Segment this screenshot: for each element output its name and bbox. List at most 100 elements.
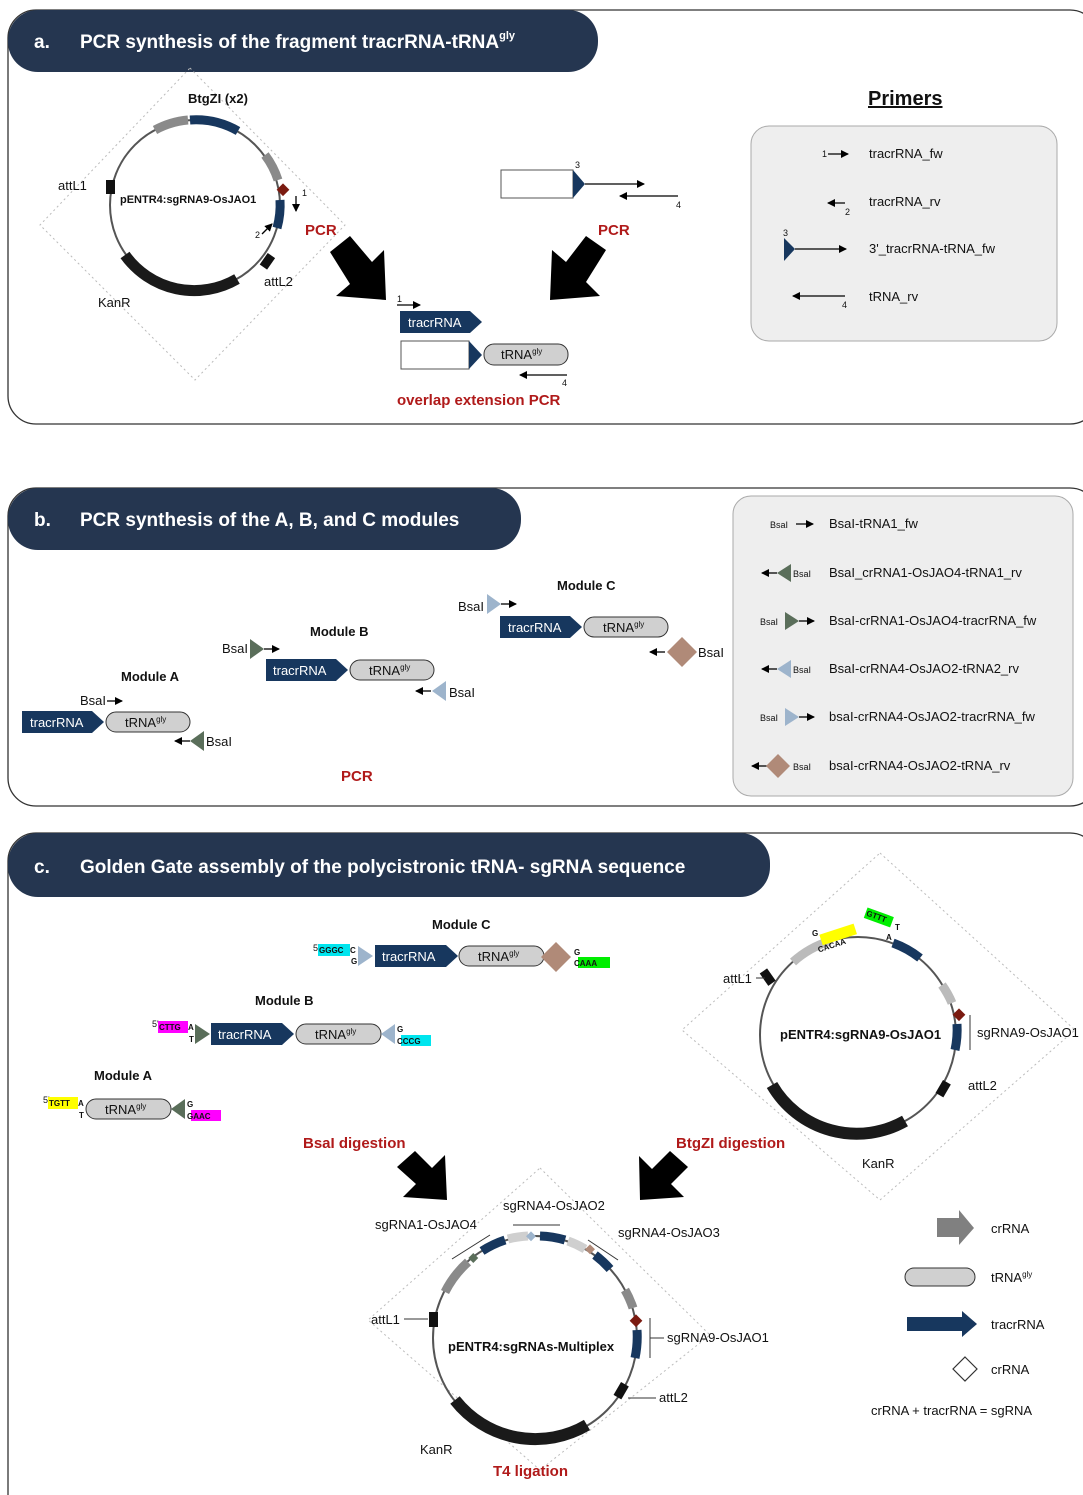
panel-a-letter: a.: [34, 32, 50, 53]
c-module-c-5: 5': [313, 943, 320, 953]
plasmid-c-bottom-attl2-box: [613, 1381, 629, 1400]
c-module-c-seq-left: GGGC: [319, 946, 344, 955]
plasmid-c-top-attl2-box: [935, 1079, 951, 1098]
b-primer-6-diamond: [766, 754, 790, 778]
c-module-a-5: 5': [43, 1095, 50, 1105]
b-primer-row-3: BsaI BsaI-crRNA1-OsJAO4-tracrRNA_fw: [760, 612, 1037, 630]
legend-trna-pill-icon: [904, 1267, 976, 1287]
b-primer-3-label: BsaI-crRNA1-OsJAO4-tracrRNA_fw: [829, 613, 1037, 628]
b-primer-4-tri: [777, 660, 791, 678]
panel-b-header: [8, 488, 521, 550]
c-module-c-seq-right: CAAA: [574, 959, 597, 968]
plasmid-a-tracr-arrow: [189, 115, 241, 135]
primers-1-num: 1: [822, 149, 827, 159]
c-module-b-cyan: [401, 1035, 431, 1046]
c-module-c-tracr: [375, 945, 458, 967]
c-module-b-label: Module B: [255, 993, 314, 1008]
b-primer-row-1: BsaI BsaI-tRNA1_fw: [770, 516, 918, 531]
b-primer-5-bsai: BsaI: [760, 713, 778, 723]
c-module-c-tri: [358, 946, 373, 966]
panel-b-frame: [7, 487, 1083, 807]
plasmid-a-primer-2: [261, 223, 273, 235]
c-module-b-tracr: [211, 1023, 294, 1045]
result-trna-label: tRNAgly: [501, 347, 542, 362]
plasmid-c-top-seq-t: T: [895, 923, 900, 932]
b-module-b-fw-tri: [250, 639, 264, 659]
b-module-a-label: Module A: [121, 669, 180, 684]
plasmid-c-bottom-attl2: attL2: [659, 1390, 688, 1405]
plasmid-a: BtgZI (x2) pENTR4:sgRNA9-OsJAO1 attL1 at…: [39, 67, 346, 381]
b-module-c-tracr: [500, 616, 582, 638]
c-module-b-trna-label: tRNAgly: [315, 1027, 356, 1042]
plasmid-a-attl2-box: [259, 252, 276, 270]
b-primers-box: [732, 495, 1074, 797]
pcr-right-label: PCR: [598, 222, 630, 239]
c-module-a-seq-g: G: [187, 1100, 193, 1109]
c-module-b-seq-t: T: [189, 1035, 194, 1044]
plasmid-a-kanr: KanR: [98, 295, 131, 310]
b-primer-1-bsai: BsaI: [770, 520, 788, 530]
bsai-digestion-arrow: [397, 1151, 447, 1200]
plasmid-c-top-yellow: [819, 923, 857, 946]
c-module-c-seq-g: G: [351, 957, 357, 966]
primers-3-num: 3: [783, 228, 788, 238]
plasmid-c-bottom-sg43: sgRNA4-OsJAO3: [618, 1225, 720, 1240]
b-module-a-bsai-bottom: BsaI: [206, 734, 232, 749]
b-module-c-label: Module C: [557, 578, 616, 593]
b-module-b-label: Module B: [310, 624, 369, 639]
panel-b-title: PCR synthesis of the A, B, and C modules: [80, 510, 459, 531]
plasmid-c-top-tracr2: [950, 1023, 962, 1051]
fragment-primer-3-num: 3: [575, 160, 580, 170]
plasmid-c-top-seq-g: G: [812, 929, 818, 938]
c-module-b-rtri: [381, 1024, 395, 1044]
c-module-c-seq-g2: G: [574, 948, 580, 957]
plasmid-c-bottom-sg43-bar: [587, 1239, 619, 1261]
plasmid-c-top-sg9: sgRNA9-OsJAO1: [977, 1025, 1079, 1040]
plasmid-c-bottom-tracr2: [539, 1231, 567, 1245]
plasmid-a-attl2: attL2: [264, 274, 293, 289]
c-module-b-tri: [195, 1024, 210, 1044]
b-module-c-bsai-top: BsaI: [458, 599, 484, 614]
plasmid-c-bottom-name: pENTR4:sgRNAs-Multiplex: [448, 1339, 615, 1354]
b-primer-5-label: bsaI-crRNA4-OsJAO2-tracrRNA_fw: [829, 709, 1035, 724]
plasmid-c-top-cr2: [938, 982, 957, 1005]
legend-trna-label: tRNAgly: [991, 1270, 1032, 1285]
b-module-c-trna: [583, 616, 669, 638]
panel-a-header: [8, 10, 598, 72]
plasmid-a-primer-1-num: 1: [302, 188, 307, 198]
c-module-a-rtri: [171, 1099, 185, 1119]
c-module-c-green: [578, 957, 610, 968]
plasmid-a-attl1-box: [106, 180, 115, 194]
plasmid-c-top: pENTR4:sgRNA9-OsJAO1 attL1 attL2 KanR sg…: [681, 852, 1079, 1201]
b-module-b-tracr-label: tracrRNA: [273, 663, 327, 678]
plasmid-a-primer-2-num: 2: [255, 230, 260, 240]
c-module-a-seq-a: A: [78, 1099, 84, 1108]
b-module-c-bsai-bottom: BsaI: [698, 645, 724, 660]
b-module-b-trna-label: tRNAgly: [369, 663, 410, 678]
plasmid-c-bottom-trna2: [566, 1236, 588, 1253]
plasmid-c-top-tracr1: [891, 938, 923, 962]
plasmid-c-bottom-crrna-marker: [629, 1314, 643, 1328]
plasmid-a-name: pENTR4:sgRNA9-OsJAO1: [120, 194, 256, 206]
template-fragment-tri: [573, 170, 585, 198]
b-primer-2-bsai: BsaI: [793, 569, 811, 579]
b-module-a-tracr-label: tracrRNA: [30, 715, 84, 730]
panel-c: c. Golden Gate assembly of the polycistr…: [7, 832, 1083, 1495]
b-module-b-tracr: [266, 659, 348, 681]
panel-b-letter: b.: [34, 510, 51, 531]
b-primer-2-tri: [777, 564, 791, 582]
primers-3-tri: [784, 238, 795, 261]
panel-b: b. PCR synthesis of the A, B, and C modu…: [7, 487, 1083, 807]
primers-title: Primers: [868, 88, 943, 110]
c-module-a-yellow: [48, 1097, 78, 1109]
plasmid-c-bottom: pENTR4:sgRNAs-Multiplex attL1 attL2 KanR…: [367, 1167, 769, 1480]
c-module-b-seq-g: G: [397, 1025, 403, 1034]
plasmid-c-top-attl1: attL1: [723, 971, 752, 986]
b-primer-5-tri: [785, 708, 799, 726]
template-fragment-box: [500, 169, 574, 199]
plasmid-a-crrna-marker: [276, 183, 290, 197]
c-module-b-seq-left: CTTG: [159, 1023, 181, 1032]
plasmid-c-top-seq-a: A: [886, 933, 892, 942]
b-module-c-trna-label: tRNAgly: [603, 620, 644, 635]
